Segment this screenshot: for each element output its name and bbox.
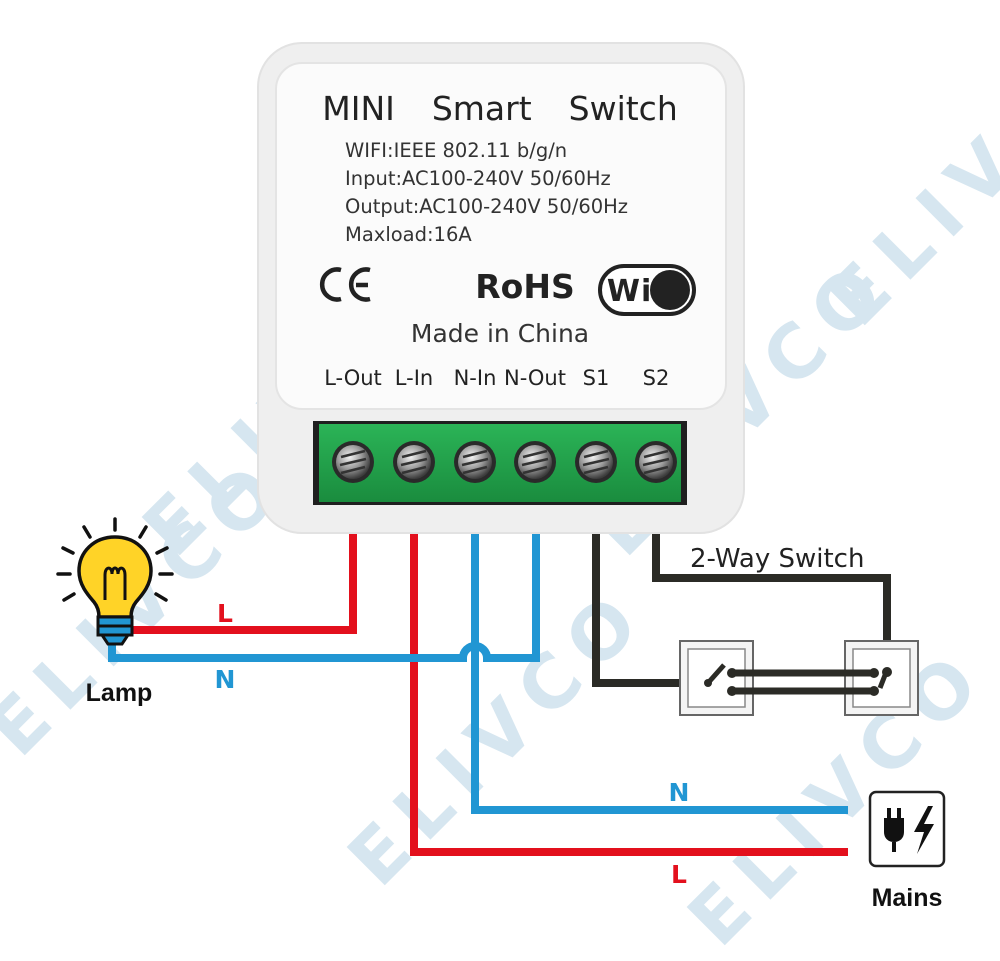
wires: [108, 526, 891, 856]
terminal-label: S2: [643, 366, 670, 390]
terminal-label: N-Out: [504, 366, 566, 390]
two-way-switch: [679, 640, 919, 716]
mains-neutral-wire: [471, 526, 848, 814]
lamp-neutral-label: N: [215, 665, 236, 694]
made-in-label: Made in China: [411, 319, 589, 348]
lamp-label: Lamp: [86, 679, 153, 707]
terminal-screw: [635, 441, 677, 483]
watermark-text: ELIVCO: [812, 11, 1000, 343]
rohs-mark: RoHS: [475, 267, 574, 306]
device-title: MINI Smart Switch: [322, 89, 678, 128]
light-bulb-icon: [56, 517, 174, 646]
terminal-label: L-In: [395, 366, 433, 390]
s1-wire: [592, 526, 708, 687]
smart-switch-device: MINI Smart Switch WIFI:IEEE 802.11 b/g/n…: [257, 42, 745, 534]
terminal-screw: [514, 441, 556, 483]
terminal-screw: [332, 441, 374, 483]
plug-power-icon: [868, 790, 946, 868]
spec-line: WIFI:IEEE 802.11 b/g/n: [345, 139, 567, 162]
wifi-logo-icon: WiFi: [598, 264, 696, 316]
two-way-switch-label: 2-Way Switch: [690, 544, 864, 574]
terminal-label: S1: [583, 366, 610, 390]
terminal-label: L-Out: [324, 366, 382, 390]
mains-live-label: L: [671, 860, 687, 889]
wifi-logo-text: WiFi: [607, 274, 685, 309]
terminal-label: N-In: [454, 366, 497, 390]
spec-line: Input:AC100-240V 50/60Hz: [345, 167, 611, 190]
lamp-neutral-wire: [108, 526, 540, 662]
lamp-live-wire: [128, 526, 357, 634]
spec-line: Output:AC100-240V 50/60Hz: [345, 195, 628, 218]
mains-neutral-label: N: [669, 778, 690, 807]
mains-live-wire: [410, 526, 848, 856]
terminal-screw: [575, 441, 617, 483]
terminal-screw: [393, 441, 435, 483]
spec-line: Maxload:16A: [345, 223, 472, 246]
ce-mark-icon: [319, 267, 371, 302]
screws: [332, 441, 677, 483]
mains-label: Mains: [872, 884, 943, 912]
s2-wire: [652, 526, 891, 670]
terminal-screw: [454, 441, 496, 483]
lamp-live-label: L: [217, 599, 233, 628]
